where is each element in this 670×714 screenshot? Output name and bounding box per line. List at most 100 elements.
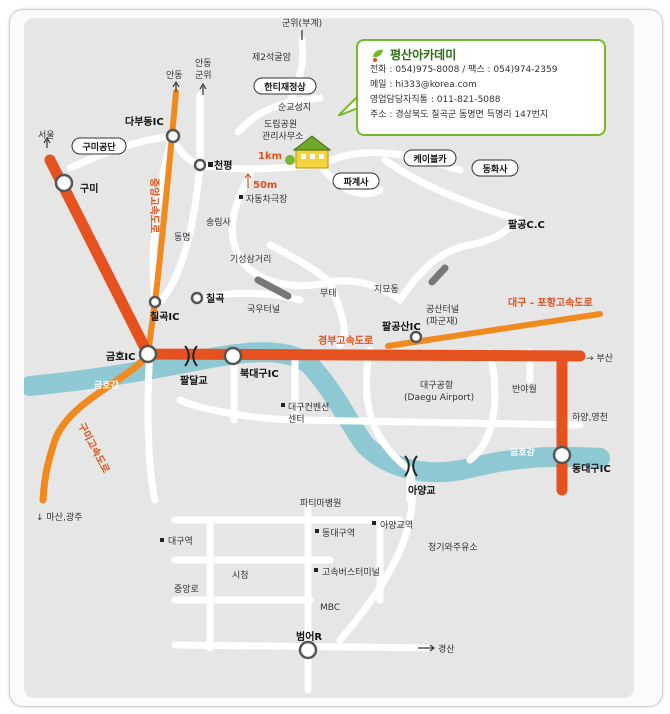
label-gyeongbu-expressway: 경부고속도로: [318, 334, 373, 347]
label-daegu-stn: 대구역: [168, 536, 193, 547]
gongsan-tunnel: [428, 264, 449, 286]
label-dongdaegu-ic: 동대구IC: [572, 462, 611, 475]
label-cheonpyeong: 천평: [214, 159, 232, 172]
beomeo-node[interactable]: [298, 640, 318, 660]
label-chilgok-ic: 칠곡IC: [150, 310, 179, 323]
geumho-river: [24, 342, 610, 483]
chilgok-ic-node[interactable]: [148, 295, 162, 309]
label-gugu-tunnel: 국우터널: [247, 304, 280, 315]
label-cheonggi: 청기와주유소: [428, 541, 478, 553]
label-dorim-park: 도림공원: [264, 118, 297, 130]
academy-sales-phone: 영업담당자직통 : 011-821-5088: [370, 95, 501, 105]
palgongsan-ic-node[interactable]: [409, 330, 423, 344]
academy-building-icon[interactable]: [285, 135, 332, 169]
gugu-tunnel: [254, 276, 292, 300]
label-bukdaegu-ic: 북대구IC: [240, 367, 279, 380]
label-busan: → 부산: [586, 353, 613, 364]
arrow-50m: [244, 173, 252, 188]
label-jiyo: 지묘동: [374, 284, 399, 295]
label-gongsan-tunnel: 공산터널: [426, 304, 459, 315]
marker-dongdaegu-stn: [315, 529, 319, 533]
arrow-gyeongsan: [418, 644, 435, 652]
box-pagyesa[interactable]: 파계사: [332, 172, 380, 190]
pagyesa-label: 파계사: [344, 176, 370, 188]
label-campground: 자동차극장: [246, 193, 287, 205]
academy-name: 평산아카데미: [390, 48, 457, 62]
label-gunwi: 군위: [195, 70, 212, 81]
academy-phone: 전화 : 054)975-8008 / 팩스 : 054)974-2359: [370, 65, 558, 75]
marker-cheonpyeong: [208, 162, 213, 167]
label-fatima: 파티마병원: [300, 498, 341, 509]
arrow-seoul: [43, 136, 51, 148]
chilgok-node[interactable]: [190, 291, 204, 305]
label-gyeongsan: 경산: [438, 643, 455, 655]
label-ayang-stn: 아양교역: [380, 520, 413, 531]
label-andong: 안동: [166, 70, 183, 81]
dabudong-ic-node[interactable]: [165, 128, 181, 144]
label-paldal: 팔달교: [180, 374, 208, 387]
hanti-label: 한티재정상: [264, 81, 306, 93]
gumi-park-label: 구미공단: [82, 141, 116, 153]
label-banyawol: 반야월: [512, 383, 537, 395]
gumi-expressway: [39, 350, 152, 504]
label-airport: 대구공항: [420, 380, 453, 391]
label-airport2: (Daegu Airport): [404, 393, 474, 403]
label-city-hall: 시청: [232, 570, 249, 581]
box-gumi-park[interactable]: 구미공단: [71, 137, 127, 155]
ayang-bridge-mark: [404, 455, 418, 477]
label-andong2: 안동: [195, 58, 212, 69]
label-hayang: 하양,영천: [572, 412, 608, 423]
academy-logo-icon: [373, 49, 383, 62]
label-palgongsan-ic: 팔공산IC: [382, 320, 421, 333]
label-geumho-ic: 금호IC: [106, 350, 135, 363]
label-mbc: MBC: [320, 603, 340, 613]
label-exco: 대구컨벤션: [288, 402, 329, 413]
daegu-pohang-expressway: [385, 311, 603, 349]
label-bus-terminal: 고속버스터미널: [322, 567, 380, 578]
label-mutae: 무태: [320, 288, 337, 299]
academy-email[interactable]: 메일 : hi333@korea.com: [370, 80, 477, 90]
paldal-bridge-mark: [184, 345, 198, 367]
box-hanti[interactable]: 한티재정상: [253, 77, 317, 95]
label-gumi-expressway: 구미고속도로: [75, 420, 112, 475]
marker-bus-terminal: [314, 568, 318, 572]
label-jungang-ro: 중앙로: [174, 583, 199, 595]
label-geumho-river-east: 금호강: [510, 446, 536, 458]
dongdaegu-ic-node[interactable]: [552, 445, 572, 465]
label-geumho-river-west: 금호강: [94, 379, 120, 391]
label-exco2: 센터: [288, 414, 305, 425]
marker-daegu-stn: [160, 538, 164, 542]
label-gumi: 구미: [80, 182, 98, 195]
geumho-ic-node[interactable]: [138, 344, 158, 364]
label-beomeo: 범어R: [296, 630, 322, 643]
label-ayang: 아양교: [408, 484, 436, 497]
jungang-expressway: [145, 89, 179, 357]
label-seoul: 서울: [38, 130, 55, 141]
label-daegu-pohang-expressway: 대구 - 포항고속도로: [508, 296, 593, 309]
label-50m: 50m: [253, 180, 277, 191]
map-svg: 구미공단 한티재정상 케이블카 동화사 파계사 다부동IC 칠곡IC 금호IC: [24, 18, 613, 694]
academy-address: 주소 : 경상북도 칠곡군 동명면 득명리 147번지: [370, 110, 549, 120]
label-palgong-cc: 팔공C.C: [508, 218, 545, 231]
label-jungang-expressway: 중앙고속도로: [148, 178, 160, 233]
box-cablecar[interactable]: 케이블카: [403, 149, 457, 167]
label-gongsan-tunnel2: (파군재): [426, 316, 458, 327]
cheonpyeong-node[interactable]: [193, 158, 207, 172]
label-dongdaegu-stn: 동대구역: [322, 528, 355, 539]
donghwasa-label: 동화사: [483, 163, 509, 175]
bukdaegu-ic-node[interactable]: [223, 346, 243, 366]
local-roads: [66, 36, 584, 694]
academy-info-box: 평산아카데미 전화 : 054)975-8008 / 팩스 : 054)974-…: [356, 39, 606, 136]
arrow-andong-gunwi: [199, 82, 207, 95]
marker-ayang-stn: [372, 521, 376, 525]
label-songrimsa: 송림사: [206, 216, 232, 228]
label-dongmyeong: 동명: [174, 232, 191, 243]
marker-exco: [281, 403, 285, 407]
marker-campground: [239, 195, 243, 199]
box-donghwasa[interactable]: 동화사: [471, 159, 519, 177]
label-sungyoseongji: 순교성지: [278, 102, 311, 113]
gumi-ic-node[interactable]: [54, 173, 74, 193]
label-office: 관리사무소: [262, 131, 303, 142]
label-gisung: 기성삼거리: [230, 254, 271, 265]
label-gunwi-bugye: 군위(부계): [282, 18, 322, 29]
